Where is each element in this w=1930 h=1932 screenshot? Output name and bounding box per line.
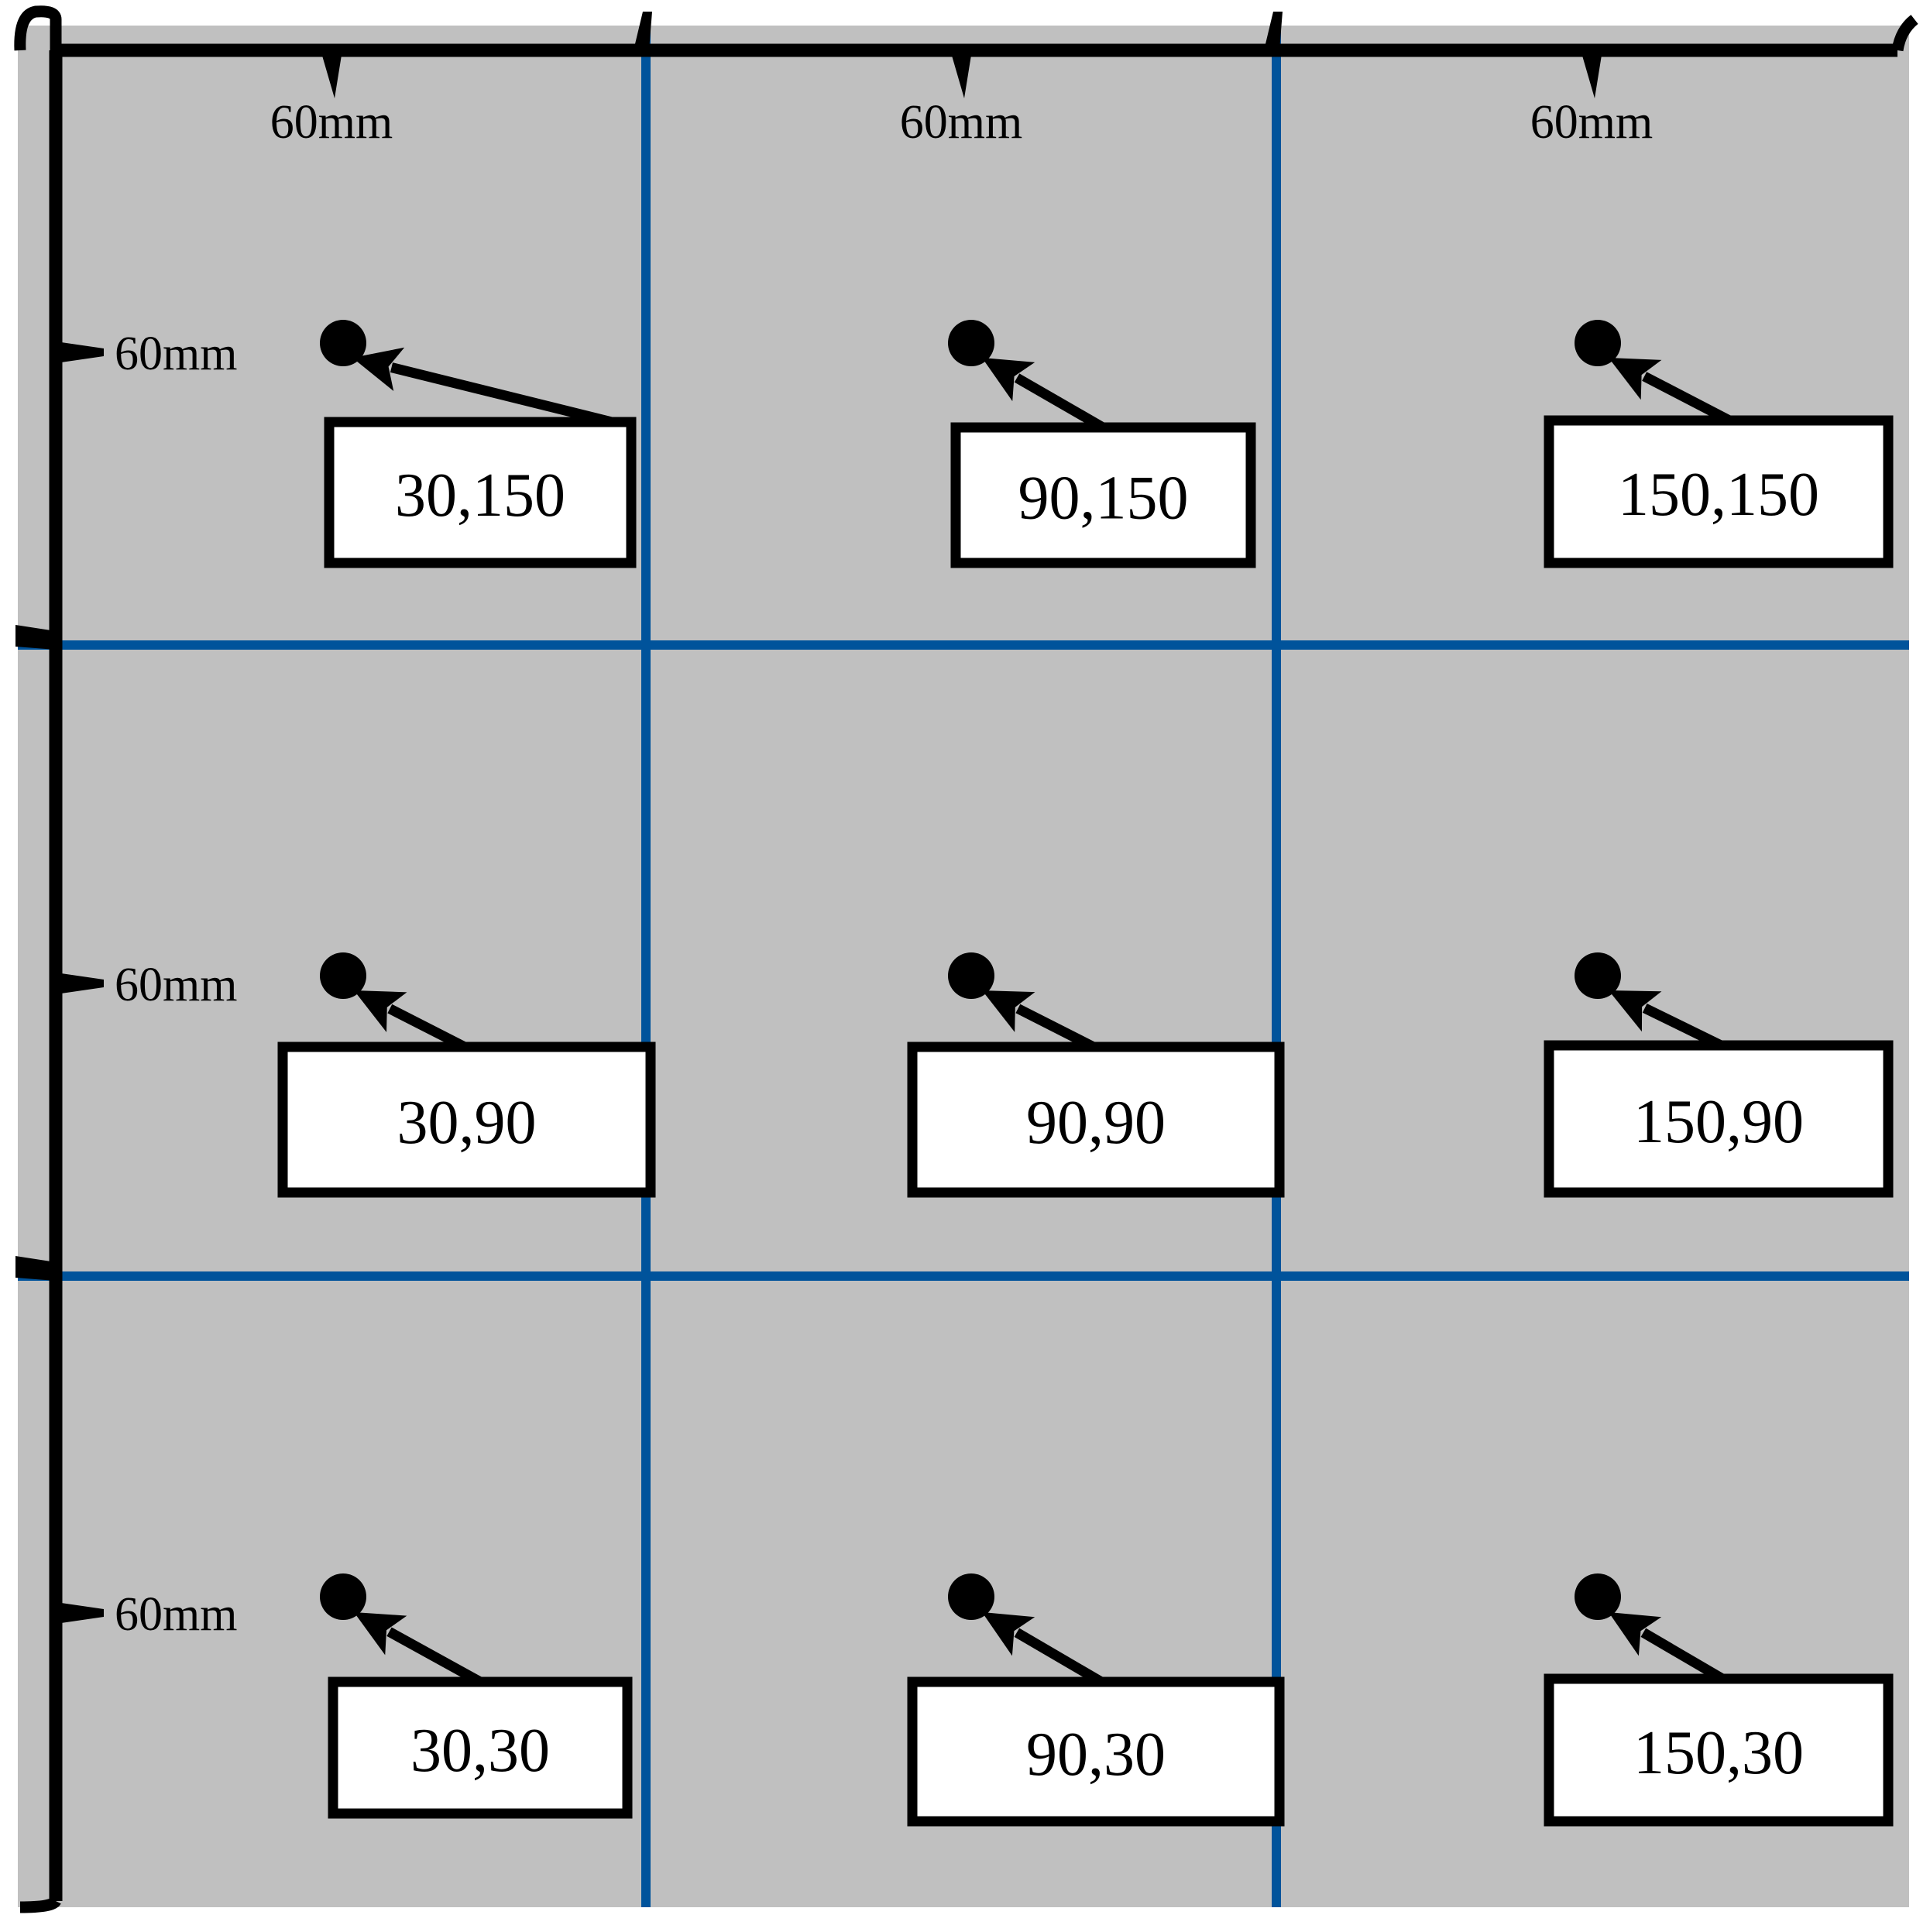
coordinate-box-label-7: 90,30 xyxy=(1026,1721,1166,1789)
top-dimension-label-2: 60mm xyxy=(1530,96,1653,149)
top-dimension-tick-2 xyxy=(1581,50,1602,98)
grid-lines xyxy=(18,26,1909,1907)
dimension-labels: 60mm 60mm 60mm 60mm 60mm 60mm xyxy=(115,96,1653,1641)
leader-arrowhead-5 xyxy=(1609,990,1662,1032)
leader-arrows xyxy=(352,347,1732,1687)
coordinate-box-0 xyxy=(324,417,637,568)
leader-line-2 xyxy=(1642,372,1732,425)
leader-arrowhead-2 xyxy=(1609,358,1662,400)
coordinate-label-boxes: 30,150 90,150 150,150 30,90 90,90 150,90 30,30… xyxy=(277,415,1894,1827)
leader-arrowhead-1 xyxy=(982,358,1035,402)
leader-arrowhead-0 xyxy=(352,347,405,392)
point-marker-7 xyxy=(948,1573,994,1620)
leader-line-1 xyxy=(1014,373,1106,432)
coordinate-box-7 xyxy=(907,1676,1285,1827)
coordinate-box-label-3: 30,90 xyxy=(397,1089,537,1157)
coordinate-box-2 xyxy=(1544,415,1894,568)
leader-arrowhead-4 xyxy=(982,990,1035,1032)
left-bracket-tick-out-1 xyxy=(15,1256,56,1281)
top-dimension-tick-0 xyxy=(321,50,342,98)
left-dimension-tick-1 xyxy=(56,973,104,994)
top-dimension-tick-1 xyxy=(950,50,972,98)
coordinate-box-label-0: 30,150 xyxy=(395,462,565,530)
leader-line-8 xyxy=(1640,1628,1726,1683)
top-dimension-bracket xyxy=(14,5,1918,98)
leader-line-5 xyxy=(1642,1004,1723,1050)
point-markers xyxy=(320,320,1621,1620)
left-dimension-label-1: 60mm xyxy=(115,959,237,1011)
coordinate-box-label-1: 90,150 xyxy=(1018,465,1189,533)
coordinate-box-4 xyxy=(907,1041,1285,1198)
leader-line-0 xyxy=(390,362,613,427)
left-dimension-label-2: 60mm xyxy=(115,1588,237,1641)
top-bracket-tick-up-0 xyxy=(634,12,652,50)
top-bracket-left-hook xyxy=(14,5,62,51)
leader-arrowhead-6 xyxy=(354,1612,407,1656)
leader-line-7 xyxy=(1014,1628,1104,1687)
coordinate-box-label-4: 90,90 xyxy=(1026,1089,1166,1157)
top-bracket-right-hook xyxy=(1891,15,1918,52)
coordinate-box-6 xyxy=(328,1676,633,1819)
top-bracket-tick-up-1 xyxy=(1264,12,1283,50)
leader-arrowhead-3 xyxy=(354,990,407,1033)
point-marker-1 xyxy=(948,320,994,366)
coordinate-box-1 xyxy=(950,422,1256,568)
coordinate-box-8 xyxy=(1544,1673,1894,1827)
top-dimension-label-1: 60mm xyxy=(900,96,1022,149)
point-marker-8 xyxy=(1575,1573,1621,1620)
leader-arrowhead-8 xyxy=(1609,1612,1662,1656)
left-dimension-bracket xyxy=(15,50,104,1913)
left-dimension-label-0: 60mm xyxy=(115,328,237,380)
point-marker-4 xyxy=(948,952,994,999)
top-dimension-label-0: 60mm xyxy=(270,96,393,149)
leader-arrowhead-7 xyxy=(982,1612,1035,1656)
left-bracket-tick-out-0 xyxy=(15,625,56,650)
point-marker-5 xyxy=(1575,952,1621,999)
coordinate-box-label-8: 150,30 xyxy=(1633,1719,1804,1787)
left-dimension-tick-2 xyxy=(56,1602,104,1624)
point-marker-6 xyxy=(320,1573,366,1620)
leader-line-3 xyxy=(387,1004,467,1052)
coordinate-box-label-5: 150,90 xyxy=(1633,1088,1804,1156)
point-marker-3 xyxy=(320,952,366,999)
leader-line-4 xyxy=(1015,1004,1096,1052)
coordinate-box-label-6: 30,30 xyxy=(410,1717,550,1785)
coordinate-box-3 xyxy=(277,1041,656,1198)
leader-line-6 xyxy=(386,1627,483,1687)
left-dimension-tick-0 xyxy=(56,341,104,363)
coordinate-box-label-2: 150,150 xyxy=(1618,461,1819,529)
coordinate-box-5 xyxy=(1544,1040,1894,1198)
point-marker-0 xyxy=(320,320,366,366)
point-marker-2 xyxy=(1575,320,1621,366)
left-bracket-bottom-hook xyxy=(19,1897,61,1913)
